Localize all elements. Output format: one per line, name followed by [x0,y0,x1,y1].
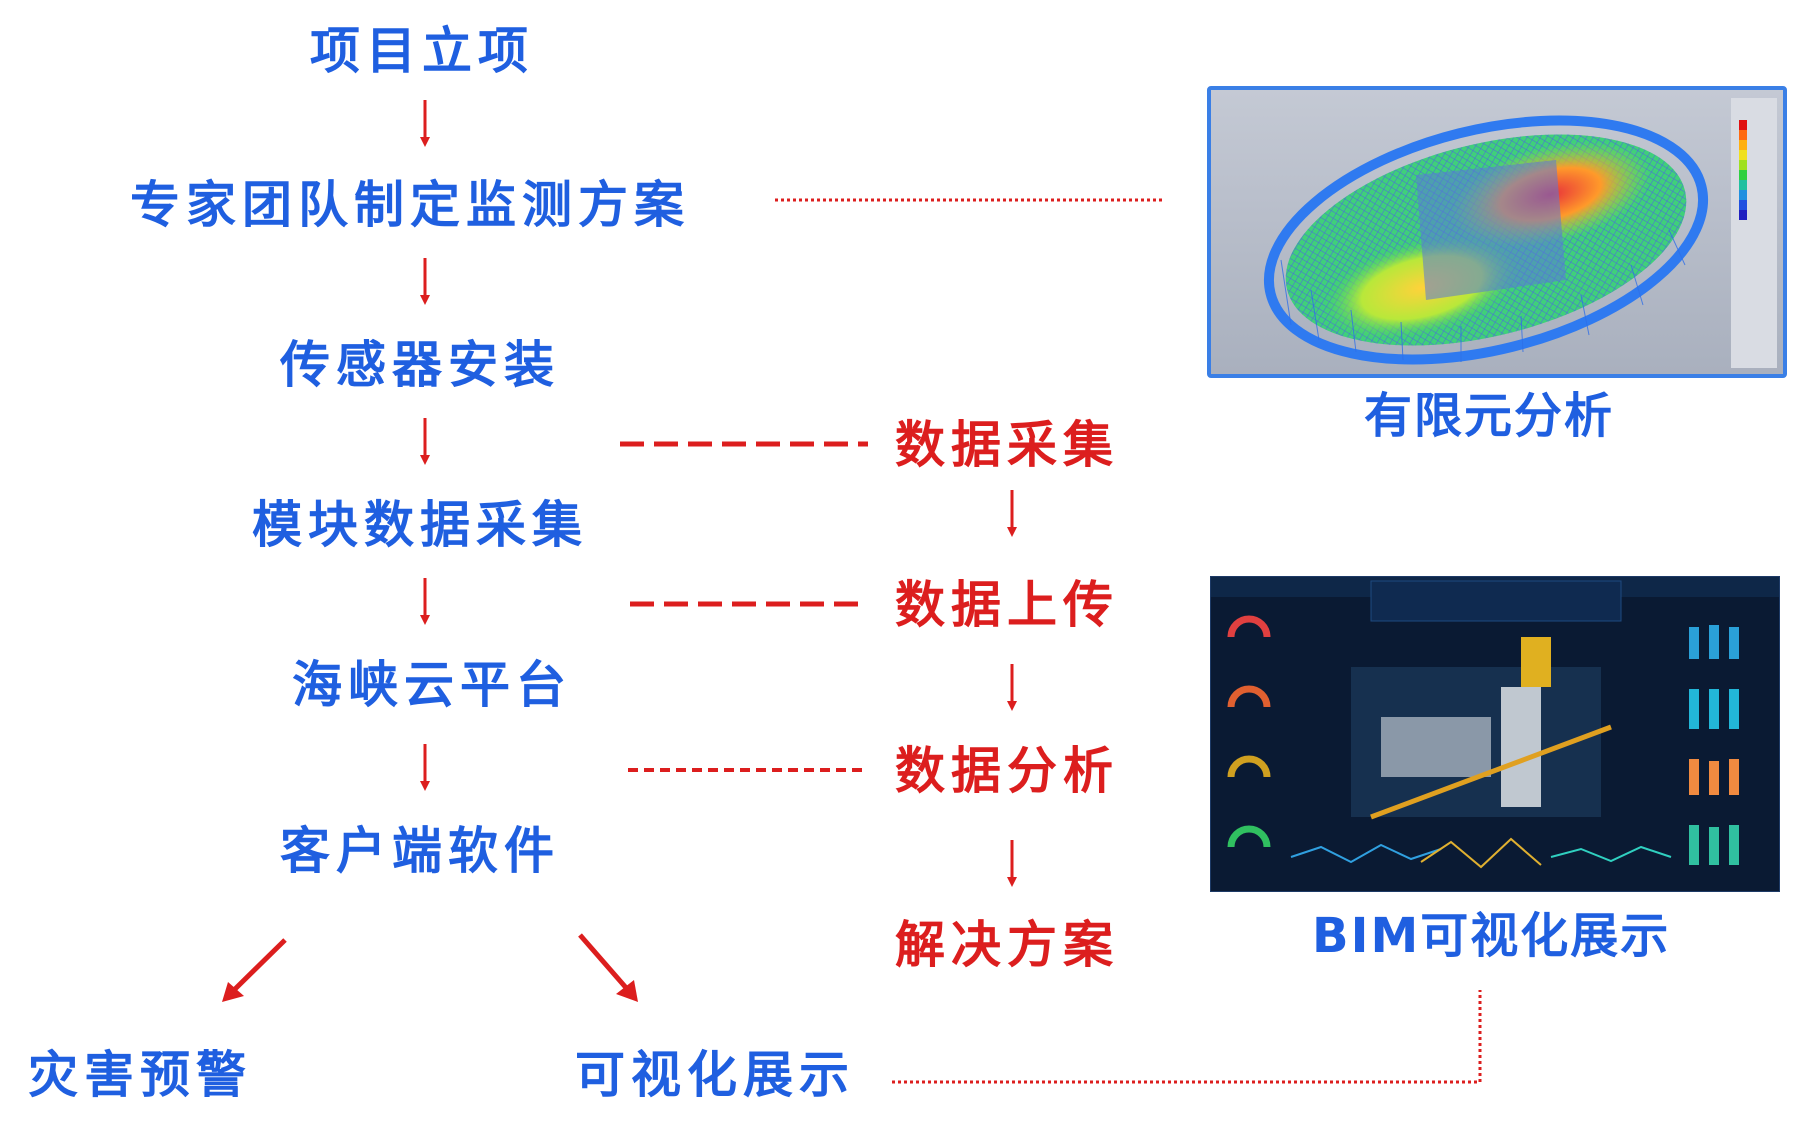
node-solution: 解决方案 [895,916,1119,974]
arrow-branch-right [578,933,630,992]
bim-dashboard-image [1210,576,1780,892]
arrow-branch-left [230,938,287,994]
node-module-data-collect: 模块数据采集 [252,496,588,554]
node-project-initiation: 项目立项 [310,22,534,80]
node-sensor-install: 传感器安装 [280,336,560,394]
node-monitoring-plan: 专家团队制定监测方案 [130,176,690,234]
node-data-collect: 数据采集 [895,416,1119,474]
fea-image [1207,86,1787,378]
link-visual-bim [892,990,1482,1084]
node-disaster-warning: 灾害预警 [28,1046,252,1104]
node-client-software: 客户端软件 [280,822,560,880]
node-cloud-platform: 海峡云平台 [292,656,572,714]
node-data-upload: 数据上传 [895,576,1119,634]
bim-caption: BIM可视化展示 [1312,908,1671,964]
node-data-analysis: 数据分析 [895,742,1119,800]
fea-caption: 有限元分析 [1364,388,1615,444]
node-visual-display: 可视化展示 [575,1046,855,1104]
